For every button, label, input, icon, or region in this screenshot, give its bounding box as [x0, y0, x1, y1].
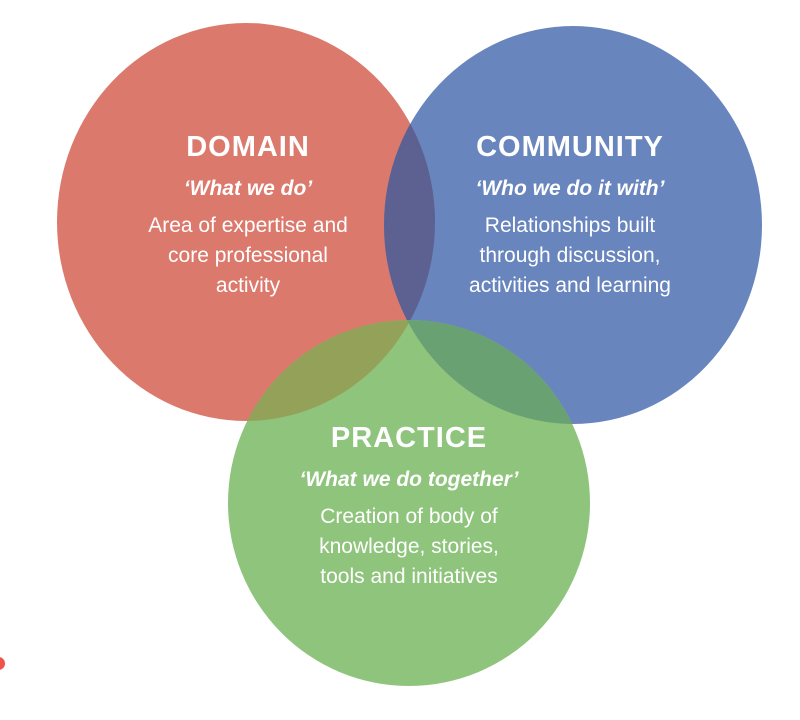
- stray-red-mark: [0, 657, 5, 670]
- practice-circle: [228, 320, 590, 686]
- community-circle: [384, 26, 762, 424]
- domain-circle: [57, 23, 435, 421]
